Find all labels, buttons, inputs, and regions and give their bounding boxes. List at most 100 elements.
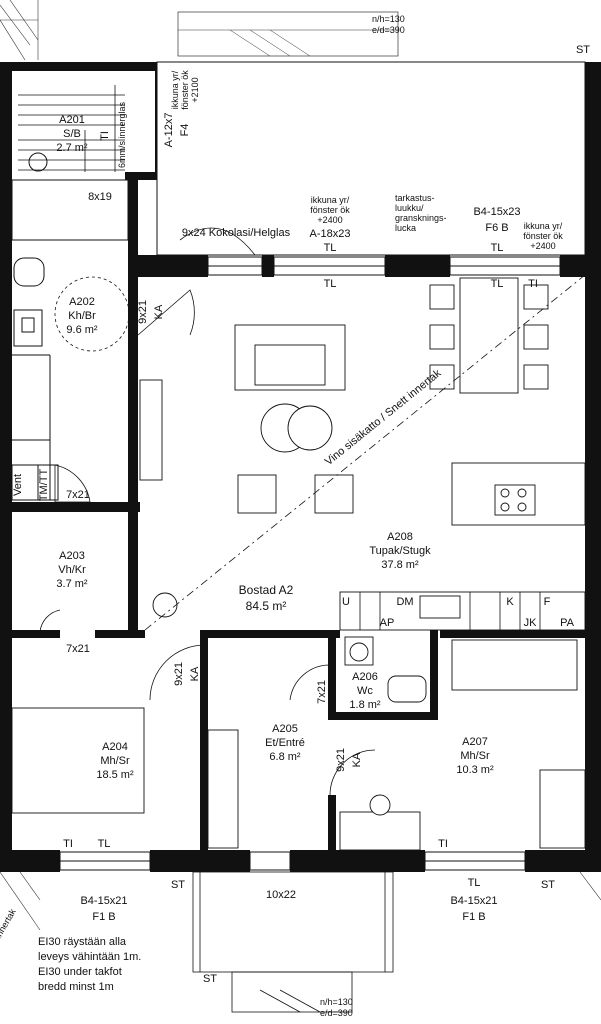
room-A201-id: A201 [59,114,85,126]
window-a18x23-note1: ikkuna yr/ [311,195,350,205]
tl-mark: TL [468,877,481,889]
nh-top: n/h=130 [372,14,405,24]
room-A208-area: 37.8 m² [381,559,419,571]
window-a12x7: A-12x7 [163,113,175,148]
kitchen-dm: DM [396,596,413,608]
roof-eave-top [177,11,399,57]
window-a18x23-note3: +2400 [317,215,342,225]
window-f1b-b: F1 B [462,911,485,923]
room-A202-id: A202 [69,296,95,308]
room-A207-id: A207 [462,736,488,748]
kitchen-pa: PA [560,617,575,629]
window-b4-15x21-a: B4-15x21 [80,895,127,907]
room-A206-name: Wc [357,685,373,697]
room-A201-name: S/B [63,128,81,140]
window-b4-note2: fönster ök [523,231,563,241]
ei30-note-1: EI30 räystään alla [38,936,127,948]
st-mark: ST [541,879,555,891]
hatch-label-4: lucka [395,223,416,233]
door-ka-a: KA [153,304,165,319]
room-A203-id: A203 [59,550,85,562]
stair [18,85,125,172]
window-f6b: F6 B [485,222,508,234]
vent-label: Vent [12,474,24,496]
ei30-note-4: bredd minst 1m [38,981,114,993]
door-ka-b: KA [189,666,201,681]
door-9x21-c: 9x21 [335,748,347,772]
ei30-note-3: EI30 under takfot [38,966,122,978]
tmtt-label: TM/TT [38,469,50,502]
room-A201-area: 2.7 m² [56,142,88,154]
window-a18x23-note2: fönster ök [310,205,350,215]
room-A204-area: 18.5 m² [96,769,134,781]
room-A203-area: 3.7 m² [56,578,88,590]
apartment-area: 84.5 m² [246,599,287,613]
door-ka-c: KA [351,752,363,767]
st-mark: ST [171,879,185,891]
hatch-label-1: tarkastus- [395,193,435,203]
room-A203-name: Vh/Kr [58,564,86,576]
room-A208-name: Tupak/Stugk [369,545,431,557]
hatch-label-3: gransknings- [395,213,447,223]
room-A208-id: A208 [387,531,413,543]
ti-mark: TI [528,278,538,290]
tl-mark: TL [98,838,111,850]
innertak-label: innertak [0,907,18,940]
kitchen-u: U [342,596,350,608]
door-9x21-a: 9x21 [137,300,149,324]
kitchen-jk: JK [524,617,538,629]
room-A204-name: Mh/Sr [100,755,130,767]
walls [0,62,601,872]
ti-mark: TI [438,838,448,850]
door-7x21-c: 7x21 [316,680,328,704]
room-A205-id: A205 [272,723,298,735]
window-b4-note3: +2400 [530,241,555,251]
window-a12x7-note3: +2100 [190,77,200,102]
nh-bottom: n/h=130 [320,997,353,1007]
tl-mark: TL [491,278,504,290]
room-A206-area: 1.8 m² [349,699,381,711]
roof-hatch-left [0,0,39,61]
ed-bottom: e/d=390 [320,1008,353,1018]
ti-mark: TI [99,131,111,141]
ed-top: e/d=390 [372,25,405,35]
tl-mark: TL [324,242,337,254]
window-b4-15x21-b: B4-15x21 [450,895,497,907]
window-f1b-a: F1 B [92,911,115,923]
tl-mark: TL [324,278,337,290]
balcony [192,871,394,1013]
room-A207-name: Mh/Sr [460,750,490,762]
ti-mark: TI [63,838,73,850]
sloped-top-label: 6mm/s innerglas [117,101,127,168]
hatch-label-2: luukku/ [395,203,424,213]
apartment-name: Bostad A2 [239,583,294,597]
floor-drain [28,152,48,172]
room-A205-area: 6.8 m² [269,751,301,763]
windows-frames [59,256,561,871]
sloped-ceiling-line [144,274,586,631]
door-7x21-a: 7x21 [66,489,90,501]
st-mark: ST [576,44,590,56]
kitchen-ap: AP [380,617,395,629]
window-a12x7-note2: fönster ök [180,70,190,110]
kitchen-f: F [544,596,551,608]
window-f4: F4 [179,124,191,137]
st-mark: ST [203,973,217,985]
door-kokolasi: 9x24 Kokolasi/Helglas [182,227,291,239]
door-swings [39,229,376,796]
door-9x21-b: 9x21 [173,662,185,686]
room-A206-id: A206 [352,671,378,683]
window-a18x23: A-18x23 [310,228,351,240]
tl-mark: TL [491,242,504,254]
door-8x19: 8x19 [88,191,112,203]
room-A202-name: Kh/Br [68,310,96,322]
kitchen-k: K [506,596,514,608]
room-A205-name: Et/Entré [265,737,305,749]
door-10x22: 10x22 [266,889,296,901]
furniture [11,277,586,851]
window-b4-15x23: B4-15x23 [473,206,520,218]
room-A204-id: A204 [102,741,128,753]
window-a12x7-note1: ikkuna yr/ [170,70,180,109]
room-A202-area: 9.6 m² [66,324,98,336]
